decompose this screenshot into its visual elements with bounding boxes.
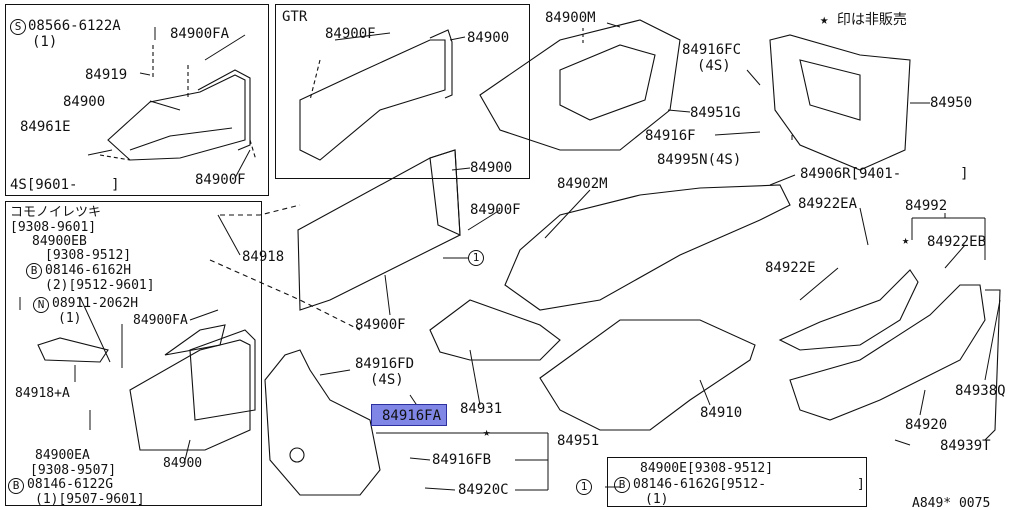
star-84992: ★ <box>902 233 910 247</box>
footnote-qty: (1) <box>645 492 669 507</box>
tl-note: 4S[9601- ] <box>10 177 120 193</box>
highlight-84916fa <box>371 404 447 426</box>
top-left-parts-drawing <box>99 45 257 161</box>
gtr-84900f: 84900F <box>325 26 376 42</box>
gtr-84900: 84900 <box>467 30 510 46</box>
left-b2-qty: (1)[9507-9601] <box>35 492 145 507</box>
label-84900f-bottom: 84900F <box>355 317 406 333</box>
quarter-panel-drawing <box>264 349 381 496</box>
drawing-id: A849* 0075 <box>912 496 991 510</box>
label-84922ea: 84922EA <box>798 196 858 212</box>
label-84992: 84992 <box>905 198 948 214</box>
label-84951: 84951 <box>557 433 600 449</box>
left-n-code: 08911-2062H <box>52 296 139 311</box>
s-qty: (1) <box>32 34 58 50</box>
label-84922eb: 84922EB <box>927 234 987 250</box>
label-84910: 84910 <box>700 405 743 421</box>
left-84918a: 84918+A <box>15 386 70 401</box>
label-84916fd: 84916FD <box>355 356 415 372</box>
label-84918: 84918 <box>242 249 285 265</box>
left-b2-prefix: B <box>8 478 24 494</box>
callout-circle-1: 1 <box>468 250 484 266</box>
label-84951g: 84951G <box>690 105 741 121</box>
star-84951: ★ <box>483 425 491 439</box>
mat-84931-drawing <box>429 299 561 361</box>
tl-84900fa: 84900FA <box>170 26 230 42</box>
left-84900eb: 84900EB <box>32 234 87 249</box>
gtr-parts-drawing <box>299 29 453 161</box>
label-84995n: 84995N(4S) <box>657 152 742 168</box>
left-b-qty: (2)[9512-9601] <box>45 278 155 293</box>
footnote-box <box>607 457 867 507</box>
left-b2-code: 08146-6122G <box>27 477 114 492</box>
right-trims-drawing <box>778 269 1001 441</box>
label-84900m: 84900M <box>545 10 596 26</box>
tl-84900: 84900 <box>63 94 106 110</box>
side-trim-84950-drawing <box>769 34 911 171</box>
footnote-circle: 1 <box>576 479 592 495</box>
footnote-bracket: ] <box>857 477 865 492</box>
label-84939t: 84939T <box>940 438 991 454</box>
gtr-box <box>275 4 530 179</box>
left-box-date: [9308-9601] <box>10 220 97 235</box>
left-n-prefix: N <box>33 297 49 313</box>
left-84900: 84900 <box>163 456 203 471</box>
left-84900ea: 84900EA <box>35 448 90 463</box>
label-84920: 84920 <box>905 417 948 433</box>
left-n-qty: (1) <box>58 311 82 326</box>
leader-lines <box>19 22 1001 491</box>
tl-84900f: 84900F <box>195 172 246 188</box>
label-84902m: 84902M <box>557 176 608 192</box>
left-box <box>5 201 262 506</box>
label-84920c: 84920C <box>458 482 509 498</box>
tl-84919: 84919 <box>85 67 128 83</box>
top-left-box <box>5 4 269 196</box>
tl-84961e: 84961E <box>20 119 71 135</box>
footnote-b-prefix: B <box>614 477 630 493</box>
label-84931: 84931 <box>460 401 503 417</box>
label-84900f-center: 84900F <box>470 202 521 218</box>
left-b-prefix: B <box>26 263 42 279</box>
mat-84910-drawing <box>539 319 756 431</box>
left-box-parts-drawing <box>37 324 256 451</box>
left-b-code: 08146-6162H <box>45 263 132 278</box>
gtr-label: GTR <box>282 9 308 25</box>
s-prefix-circle: S <box>10 19 26 35</box>
label-84916fa: 84916FA <box>382 408 442 424</box>
left-84900ea-date: [9308-9507] <box>30 463 117 478</box>
left-84900fa: 84900FA <box>133 313 188 328</box>
label-84906r: 84906R[9401- ] <box>800 166 969 182</box>
footnote-code: 08146-6162G[9512- <box>633 477 767 492</box>
label-84922e: 84922E <box>765 260 816 276</box>
label-84900-center: 84900 <box>470 160 513 176</box>
footnote-line1: 84900E[9308-9512] <box>640 461 774 476</box>
label-84916fb: 84916FB <box>432 452 492 468</box>
legend-text: ★ 印は非販売 <box>820 12 907 28</box>
left-box-title: コモノイレツキ <box>10 205 102 220</box>
label-84916fc: 84916FC <box>682 42 742 58</box>
left-84900eb-date: [9308-9512] <box>45 248 132 263</box>
label-84916f: 84916F <box>645 128 696 144</box>
floor-mat-drawing <box>504 184 791 311</box>
center-panel-drawing <box>209 149 461 331</box>
s-code: 08566-6122A <box>28 18 121 34</box>
label-84916fc-qty: (4S) <box>697 58 731 74</box>
label-84950: 84950 <box>930 95 973 111</box>
label-84916fd-qty: (4S) <box>370 372 404 388</box>
label-84938q: 84938Q <box>955 383 1006 399</box>
